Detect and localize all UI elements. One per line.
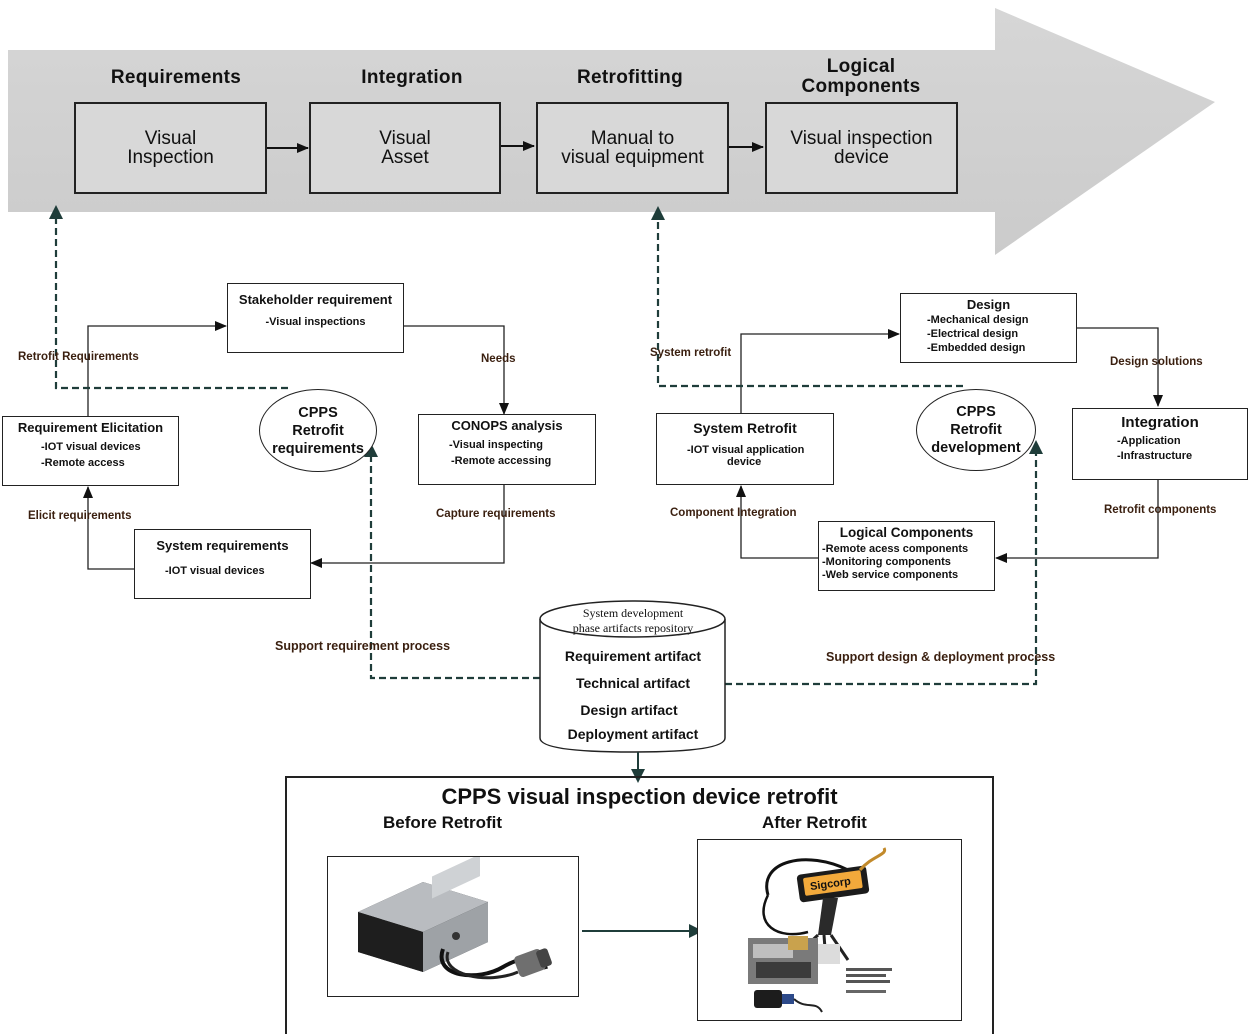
edge-label-retrofit-components: Retrofit components xyxy=(1104,504,1217,516)
artifact-deployment: Deployment artifact xyxy=(567,726,699,742)
edge-label-support-requirement: Support requirement process xyxy=(275,639,451,653)
artifact-design: Design artifact xyxy=(580,702,678,718)
integration-box: Integration -Application -Infrastructure xyxy=(1072,408,1248,480)
repository-cylinder xyxy=(539,600,726,753)
edge-label-support-design-deployment: Support design & deployment process xyxy=(826,650,1056,664)
artifact-requirement: Requirement artifact xyxy=(564,648,702,664)
retrofit-panel-title: CPPS visual inspection device retrofit xyxy=(441,784,838,809)
before-retrofit-image xyxy=(327,854,579,997)
legacy-inspection-unit-illustration xyxy=(358,854,552,980)
before-retrofit-label: Before Retrofit xyxy=(383,813,503,832)
iot-inspection-device-illustration: Sigcorp xyxy=(748,847,892,1013)
requirement-elicitation-box: Requirement Elicitation -IOT visual devi… xyxy=(2,416,179,486)
phase-heading-logical-components: Logical Components xyxy=(801,56,921,97)
phase-heading-retrofitting: Retrofitting xyxy=(577,67,683,88)
conops-analysis-box: CONOPS analysis -Visual inspecting -Remo… xyxy=(418,414,596,485)
artifact-technical: Technical artifact xyxy=(575,675,691,691)
edge-label-elicit-requirements: Elicit requirements xyxy=(28,510,132,522)
logical-components-box: Logical Components -Remote acess compone… xyxy=(818,521,995,591)
after-retrofit-image: Sigcorp xyxy=(697,839,962,1021)
system-requirements-box: System requirements -IOT visual devices xyxy=(134,529,311,599)
edge-label-retrofit-requirements: Retrofit Requirements xyxy=(18,351,139,363)
system-retrofit-box: System Retrofit -IOT visual application … xyxy=(656,413,834,485)
phase-heading-integration: Integration xyxy=(361,67,463,88)
edge-label-design-solutions: Design solutions xyxy=(1110,356,1203,368)
edge-label-component-integration: Component Integration xyxy=(670,507,797,519)
design-box: Design -Mechanical design -Electrical de… xyxy=(900,293,1077,363)
edge-label-system-retrofit: System retrofit xyxy=(650,347,732,359)
after-retrofit-label: After Retrofit xyxy=(762,813,867,832)
stakeholder-requirement-box: Stakeholder requirement -Visual inspecti… xyxy=(227,283,404,353)
edge-label-needs: Needs xyxy=(481,353,516,365)
brand-logo: Sigcorp xyxy=(809,876,851,894)
phase-heading-requirements: Requirements xyxy=(110,67,242,88)
edge-label-capture-requirements: Capture requirements xyxy=(436,508,556,520)
